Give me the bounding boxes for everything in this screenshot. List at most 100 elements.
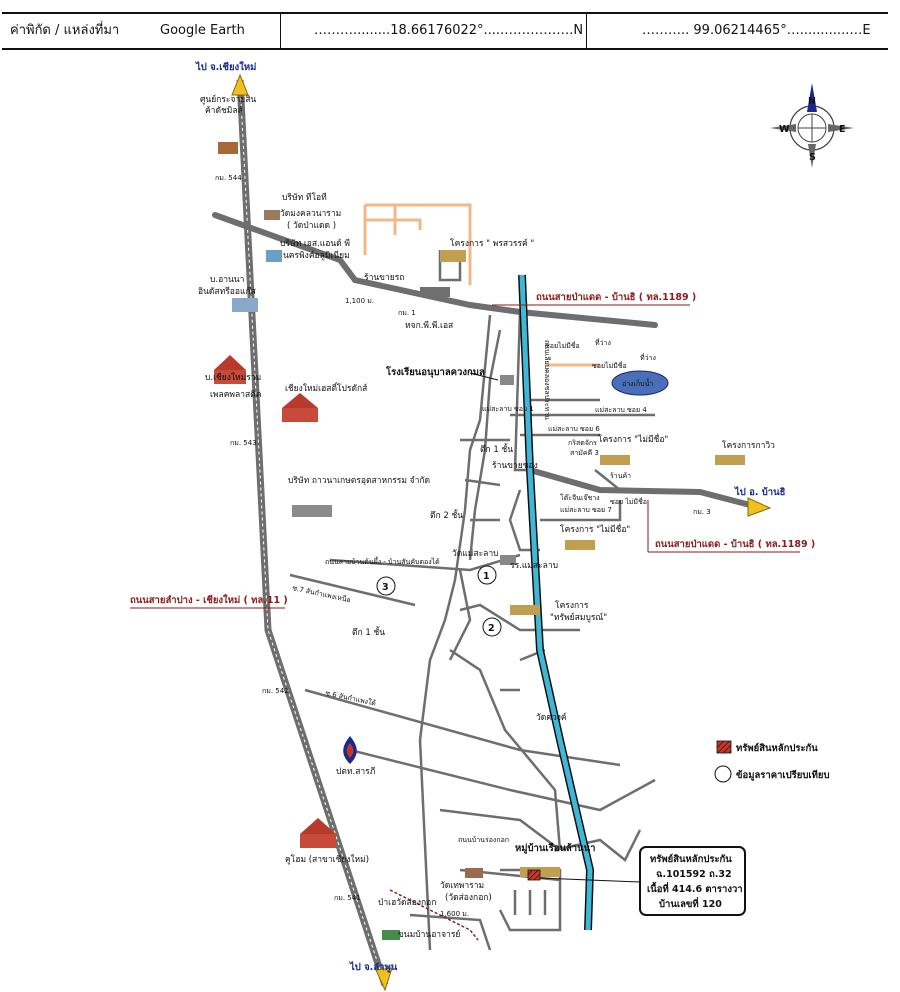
place-labels: ศูนย์กระจายสิน ค้าดัชมิลล์ บริษัท ทีโอที… <box>198 94 775 940</box>
building-icon <box>266 250 282 262</box>
header-latitude: ……….........18.66176022°.....…………….N <box>314 23 584 38</box>
place-label: บริษัท ทีโอที <box>282 192 327 203</box>
place-label: รร.แม่สะลาบ <box>510 561 558 571</box>
highway-11 <box>236 79 389 987</box>
comparable-marker-3: 3 <box>376 576 396 596</box>
project-icon <box>510 605 540 615</box>
collateral-marker <box>527 869 541 881</box>
property-deed: ฉ.101592 ถ.32 <box>656 869 732 880</box>
school-icon <box>500 375 514 385</box>
place-label: โครงการ "ไม่มีชื่อ" <box>560 523 630 535</box>
place-label: ตึก 2 ชั้น <box>430 509 463 521</box>
road-label-11: ถนนสายลำปาง - เชียงใหม่ ( ทล.11 ) <box>130 594 288 606</box>
place-label: บ.เชียงใหม่รวม <box>205 372 261 383</box>
compass-n: N <box>808 96 816 107</box>
compass-w: W <box>779 124 790 135</box>
place-label: เชียงใหม่เฮสติ์โปรดักส์ <box>285 382 368 394</box>
compass-s: S <box>809 152 816 163</box>
road-label-1189-bottom: ถนนสายป่าแดด - บ้านธิ ( ทล.1189 ) <box>655 538 815 550</box>
place-label: ร้านขายรถ <box>364 272 404 283</box>
project-icon <box>565 540 595 550</box>
shop-icon <box>382 930 400 940</box>
project-icon <box>440 250 466 262</box>
place-label: ปตท.สารภี <box>336 766 376 777</box>
barn-icon <box>282 393 318 408</box>
svg-text:ซอย ไม่มีชื่อ: ซอย ไม่มีชื่อ <box>610 497 647 506</box>
place-label: ที่ว่าง <box>595 338 611 347</box>
direction-bandhi: ไป อ. บ้านธิ <box>734 486 786 498</box>
svg-text:3: 3 <box>382 582 389 593</box>
place-label: โครงการกาวิว <box>722 440 775 451</box>
header-source: Google Earth <box>160 23 245 38</box>
compass-e: E <box>839 124 846 135</box>
building-icon <box>232 298 258 312</box>
road-label-1189-top: ถนนสายป่าแดด - บ้านธิ ( ทล.1189 ) <box>536 291 696 303</box>
arrow-to-lamphun <box>375 967 393 992</box>
km-marker: กม. 1 <box>398 309 416 317</box>
local-roads <box>289 250 656 951</box>
place-label: "ทรัพย์สมบูรณ์" <box>550 612 607 623</box>
svg-text:แม่สะลาบ ซอย 6: แม่สะลาบ ซอย 6 <box>548 425 600 433</box>
legend: ทรัพย์สินหลักประกัน ข้อมูลราคาเปรียบเทีย… <box>714 740 830 783</box>
reservoir: อ่างเก็บน้ำ <box>611 370 669 396</box>
svg-text:แม่สะลาบ ซอย 1: แม่สะลาบ ซอย 1 <box>482 405 534 413</box>
legend-comparable-swatch <box>714 765 732 783</box>
road-label-soi-6: ซ.6 สันกำแพงใต้ <box>325 688 378 708</box>
svg-text:แม่สะลาบ ซอย 7: แม่สะลาบ ซอย 7 <box>560 506 612 514</box>
road-label-canal: ถนนเลียบคลองชลประทาน <box>543 340 551 420</box>
place-label: ที่ว่าง <box>640 353 656 362</box>
property-info-box: ทรัพย์สินหลักประกัน ฉ.101592 ถ.32 เนื้อท… <box>639 846 746 916</box>
place-label: โรงเรียนอนุบาลควงกมล <box>385 366 485 378</box>
km-marker: กม. 541 <box>334 894 361 902</box>
school-icon <box>500 555 516 565</box>
place-label: วัดควงค์ <box>536 712 567 723</box>
building-icon <box>420 287 450 297</box>
project-icon <box>715 455 745 465</box>
header-divider <box>586 14 587 48</box>
place-label: บ.อานนา <box>210 275 244 285</box>
ptt-logo-icon <box>343 736 357 764</box>
place-label: วัดมงคลวนาราม <box>280 209 341 219</box>
distance-label: 1,100 ม. <box>345 297 374 305</box>
arrow-to-chiangmai <box>231 73 249 96</box>
place-label: ร้านค้า <box>610 472 631 480</box>
reservoir-label: อ่างเก็บน้ำ <box>622 377 653 388</box>
location-map: อ่างเก็บน้ำ N S W E ไป จ.เชียงใหม่ ไป จ.… <box>130 61 854 992</box>
grey-roads <box>212 212 753 508</box>
comparable-marker-1: 1 <box>477 565 497 585</box>
north-arrow-icon <box>807 83 817 112</box>
barn-icon <box>214 355 246 370</box>
soi-labels: แม่สะลาบ ซอย 1 แม่สะลาบ ซอย 4 แม่สะลาบ ซ… <box>482 341 647 514</box>
road-label-ban-don: ถนนบ้านร่องกอก <box>458 836 509 844</box>
legend-collateral-label: ทรัพย์สินหลักประกัน <box>736 742 818 754</box>
compass-rose: N S W E <box>770 83 854 168</box>
header-label: ค่าพิกัด / แหล่งที่มา <box>10 23 120 38</box>
building-icon <box>218 142 238 154</box>
place-label: สามัคคี 3 <box>570 449 599 457</box>
place-label: ป่าเฮวัดส่องกอก <box>378 898 436 908</box>
place-label: ( วัดป่าแดด ) <box>287 221 336 231</box>
property-title: ทรัพย์สินหลักประกัน <box>650 853 732 865</box>
place-label: หมู่บ้านเรือนล้านนา <box>515 842 595 855</box>
legend-comparable-label: ข้อมูลราคาเปรียบเทียบ <box>736 769 830 782</box>
property-house: บ้านเลขที่ 120 <box>659 896 722 910</box>
dirt-roads <box>363 203 600 367</box>
distance-dotted-path <box>389 889 479 941</box>
place-label: กริสตจักร <box>568 439 597 447</box>
place-label: นครพิงค์อลูมิเนียม <box>283 250 350 261</box>
place-label: ตึก 1 ชั้น <box>352 626 385 638</box>
temple-icon <box>465 868 483 878</box>
km-marker: กม. 542 <box>262 687 289 695</box>
property-area: เนื้อที่ 414.6 ตารางวา <box>647 881 743 895</box>
arrow-to-bandhi <box>747 497 772 517</box>
place-label: ขนมบ้านอาจารย์ <box>398 929 460 940</box>
factory-icon <box>292 505 332 517</box>
place-label: ค้าดัชมิลล์ <box>205 105 243 116</box>
place-label: (วัดส่องกอก) <box>445 893 492 903</box>
header-longitude: ……….. 99.06214465°…............…E <box>642 23 871 38</box>
place-label: อินดัสทรีออแก๊ส <box>198 286 257 297</box>
place-label: หจก.พี.พี.เอส <box>405 320 454 331</box>
place-label: ตึก 1 ชั้น <box>480 443 513 455</box>
legend-collateral-swatch <box>716 740 732 754</box>
building-icon <box>264 210 280 220</box>
